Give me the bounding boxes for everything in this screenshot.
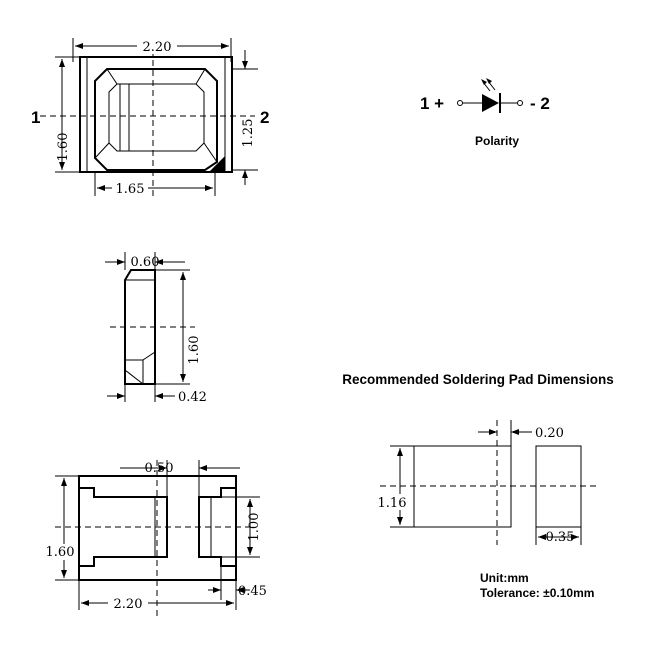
side-view-line bbox=[142, 351, 156, 361]
side-view-body-outline bbox=[124, 269, 156, 385]
arrowhead bbox=[159, 465, 167, 471]
diode-triangle-icon bbox=[482, 94, 499, 112]
arrowhead bbox=[538, 534, 546, 540]
soldering-pads: Recommended Soldering Pad Dimensions 0.2… bbox=[342, 372, 614, 545]
arrowhead bbox=[486, 78, 492, 84]
arrowhead bbox=[242, 61, 248, 69]
arrowhead bbox=[571, 534, 579, 540]
polarity-plus-label: 1 + bbox=[420, 94, 444, 113]
arrowhead bbox=[117, 393, 125, 399]
pad-gap-label: 0.50 bbox=[145, 461, 174, 476]
soldering-pad-title: Recommended Soldering Pad Dimensions bbox=[342, 372, 614, 387]
label-mask bbox=[112, 181, 148, 195]
pin2-label: 2 bbox=[260, 108, 269, 127]
pad-height-dimension-label: 1.16 bbox=[378, 496, 407, 511]
arrowhead bbox=[155, 259, 163, 265]
polarity-symbol: 1 + - 2 Polarity bbox=[420, 78, 550, 148]
cathode-terminal bbox=[517, 100, 523, 106]
label-mask bbox=[376, 494, 406, 510]
side-view-line bbox=[124, 369, 144, 385]
polarity-caption: Polarity bbox=[475, 134, 519, 148]
tolerance-note: Tolerance: ±0.10mm bbox=[480, 586, 594, 600]
bottom-height-label: 1.60 bbox=[46, 545, 75, 560]
pad-offset-label: 0.45 bbox=[238, 584, 267, 599]
arrowhead bbox=[180, 272, 186, 280]
arrowhead bbox=[199, 465, 207, 471]
top-height-label: 1.60 bbox=[56, 133, 71, 162]
label-mask bbox=[42, 544, 76, 560]
arrowhead bbox=[236, 587, 244, 593]
top-view-body-outline bbox=[79, 56, 233, 173]
top-view: 1 2 2.20 1.60 1.25 1.65 bbox=[31, 38, 269, 198]
label-mask bbox=[137, 38, 177, 54]
lens-chamfer-line bbox=[203, 142, 218, 163]
pad-height-label: 1.00 bbox=[247, 513, 262, 542]
arrowhead bbox=[59, 59, 65, 67]
arrowhead bbox=[221, 43, 229, 49]
inner-width-label: 1.65 bbox=[116, 182, 145, 197]
cathode-mark bbox=[209, 156, 225, 172]
unit-note: Unit:mm bbox=[480, 571, 529, 585]
arrowhead bbox=[205, 185, 213, 191]
arrowhead bbox=[59, 162, 65, 170]
side-height-label: 1.60 bbox=[187, 336, 202, 365]
inner-height-label: 1.25 bbox=[241, 119, 256, 148]
lens-outer-outline bbox=[94, 68, 218, 171]
lens-chamfer-line bbox=[195, 68, 206, 85]
bottom-view: 0.50 1.60 1.00 2.20 0.45 bbox=[42, 460, 267, 620]
pad-width-dimension-label: 0.35 bbox=[546, 530, 575, 545]
lens-chamfer-line bbox=[106, 68, 118, 85]
side-view: 0.60 1.60 0.42 bbox=[105, 252, 207, 405]
label-mask bbox=[108, 596, 148, 610]
arrowhead bbox=[511, 429, 519, 435]
bottom-width-label: 2.20 bbox=[114, 597, 143, 612]
lens-chamfer-line bbox=[94, 142, 110, 159]
arrowhead bbox=[481, 79, 487, 85]
top-width-label: 2.20 bbox=[143, 40, 172, 55]
arrowhead bbox=[61, 478, 67, 486]
polarity-minus-label: - 2 bbox=[530, 94, 550, 113]
left-pad-outline bbox=[79, 487, 168, 567]
arrowhead bbox=[397, 517, 403, 525]
arrowhead bbox=[117, 259, 125, 265]
pin1-label: 1 bbox=[31, 108, 40, 127]
pad-gap-dimension-label: 0.20 bbox=[535, 426, 564, 441]
arrowhead bbox=[155, 393, 163, 399]
side-top-width-label: 0.60 bbox=[131, 255, 160, 270]
arrowhead bbox=[489, 429, 497, 435]
arrowhead bbox=[213, 587, 221, 593]
arrowhead bbox=[81, 600, 89, 606]
notes: Unit:mm Tolerance: ±0.10mm bbox=[480, 571, 594, 600]
arrowhead bbox=[180, 374, 186, 382]
arrowhead bbox=[97, 185, 105, 191]
arrowhead bbox=[397, 448, 403, 456]
light-emission-icon bbox=[481, 78, 496, 92]
arrowhead bbox=[226, 600, 234, 606]
arrowhead bbox=[75, 43, 83, 49]
lens-inner-outline bbox=[108, 83, 205, 152]
anode-terminal bbox=[457, 100, 463, 106]
arrowhead bbox=[61, 570, 67, 578]
arrowhead bbox=[247, 547, 253, 555]
side-bottom-width-label: 0.42 bbox=[178, 390, 207, 405]
arrowhead bbox=[247, 499, 253, 507]
arrowhead bbox=[242, 170, 248, 178]
